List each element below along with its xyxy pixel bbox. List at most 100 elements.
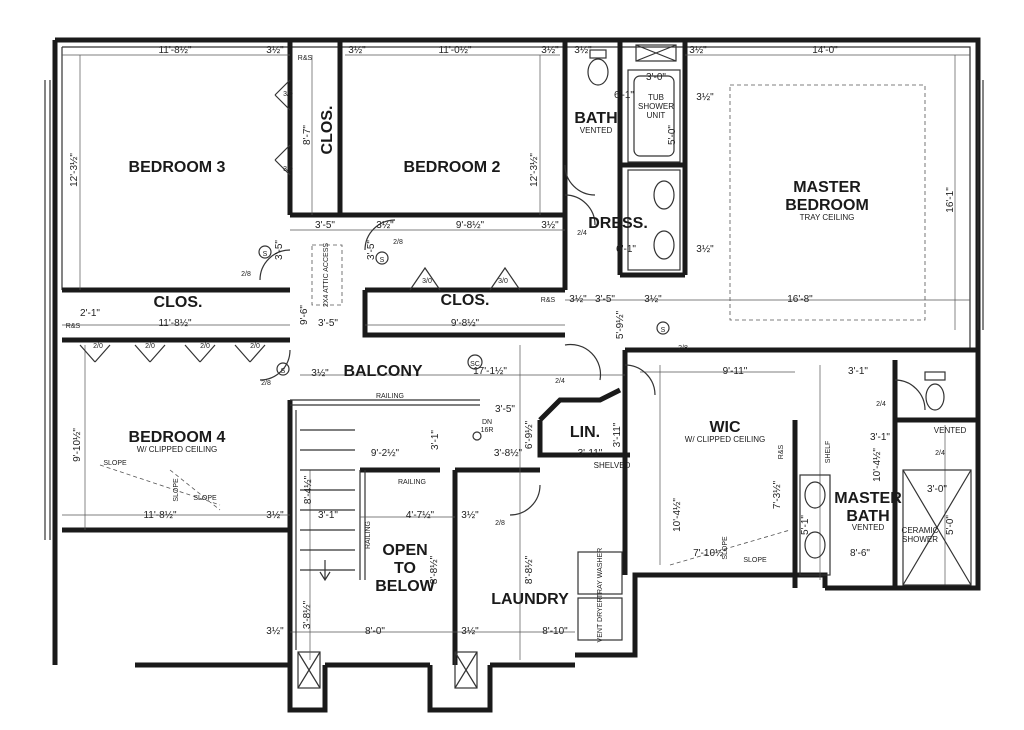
label-bedroom-4: BEDROOM 4 xyxy=(129,429,226,446)
dim: 3'-5" xyxy=(595,294,615,305)
dim: 16'-8" xyxy=(787,294,813,305)
dim: 3'-8½" xyxy=(302,600,313,629)
label-open-3: BELOW xyxy=(375,578,435,595)
dim: 11'-0½" xyxy=(438,45,472,56)
door-tag: 2/8 xyxy=(678,345,688,352)
dim: 3'-5" xyxy=(315,220,335,231)
label-open-2: TO xyxy=(394,560,416,577)
dim: 4'-7½" xyxy=(406,510,435,521)
dim: 2'-1" xyxy=(80,308,100,319)
dim: 9'-10½" xyxy=(72,428,83,462)
dim: 8'-4½" xyxy=(303,475,314,504)
door-tag: 2/8 xyxy=(241,271,251,278)
dim: 5'-0" xyxy=(945,515,956,535)
dim: 3½" xyxy=(541,45,559,56)
label-ceramic-2: SHOWER xyxy=(902,535,938,544)
dim: 17'-1½" xyxy=(473,366,507,377)
dim: 3½" xyxy=(696,244,714,255)
door-tag: 2/4 xyxy=(876,401,886,408)
door-tag: 2/8 xyxy=(261,380,271,387)
door-tag: 3/0 xyxy=(498,278,508,285)
label-open-1: OPEN xyxy=(382,542,427,559)
smoke-detector-icon: S xyxy=(661,327,666,334)
smoke-detector-icon: S xyxy=(263,251,268,258)
dim: 3'-5" xyxy=(495,404,515,415)
door-tags: 3/0 3/0 2/8 3/0 3/0 2/0 2/0 2/0 2/0 2/8 … xyxy=(93,91,886,527)
dim: 3'-5" xyxy=(366,240,377,260)
dim: 3½" xyxy=(689,45,707,56)
label-closet-left: CLOS. xyxy=(154,294,203,311)
smoke-co-detector-icon: SC xyxy=(470,361,480,368)
label-wic-sub: W/ CLIPPED CEILING xyxy=(685,435,765,444)
dim: R&S xyxy=(541,297,556,304)
label-attic: 2X4 ATTIC ACCESS xyxy=(323,243,330,307)
dim: 3½" xyxy=(569,294,587,305)
dim: 3½" xyxy=(461,626,479,637)
dim: 8'-10" xyxy=(542,626,568,637)
label-ceramic-1: CERAMIC xyxy=(902,526,939,535)
dim: R&S xyxy=(778,444,785,459)
dim: 3'-1" xyxy=(318,510,338,521)
dim: 3'-1" xyxy=(848,366,868,377)
door-tag: 2/0 xyxy=(93,343,103,350)
smoke-detector-icon: S xyxy=(281,368,286,375)
label-master-bedroom-1: MASTER xyxy=(793,179,861,196)
dim: 3½" xyxy=(311,368,329,379)
dim: 10'-4½" xyxy=(672,498,683,532)
dim: SHELF xyxy=(825,441,832,464)
dim: 3½" xyxy=(696,92,714,103)
label-bath-vented: VENTED xyxy=(580,126,613,135)
dim: 8'-7" xyxy=(302,125,313,145)
dim: R&S xyxy=(66,323,81,330)
dim: 3½" xyxy=(574,45,592,56)
dim: 3'-5" xyxy=(274,240,285,260)
dim: 11'-8½" xyxy=(143,510,177,521)
label-washer: TRAY WASHER xyxy=(597,548,604,598)
dim: 9'-8½" xyxy=(451,318,480,329)
label-master-tray: TRAY CEILING xyxy=(800,213,855,222)
label-railing-top: RAILING xyxy=(376,393,404,400)
dim: 9'-11" xyxy=(723,366,748,377)
dim: 3½" xyxy=(266,626,284,637)
label-bedroom-4-sub: W/ CLIPPED CEILING xyxy=(137,445,217,454)
label-railing-vert: RAILING xyxy=(365,521,372,549)
label-slope-5: SLOPE xyxy=(743,557,767,564)
dim: 3'-8½" xyxy=(494,448,523,459)
label-balcony: BALCONY xyxy=(343,363,422,380)
door-tag: 3/0 xyxy=(283,166,293,173)
label-closet-mid: CLOS. xyxy=(441,292,490,309)
dimension-labels: 11'-8½" 3½" 3½" 11'-0½" 3½" 3½" 3½" 14'-… xyxy=(66,45,956,637)
dim: 3½" xyxy=(266,510,284,521)
dim: 5'-9½" xyxy=(615,310,626,339)
dim: 7'-10½" xyxy=(693,548,727,559)
label-laundry: LAUNDRY xyxy=(491,591,569,608)
dim: 12'-3½" xyxy=(529,153,540,187)
dim: 3½" xyxy=(644,294,662,305)
dim: 3½" xyxy=(266,45,284,56)
dim: 6'-9½" xyxy=(524,420,535,449)
label-slope-4: SLOPE xyxy=(722,536,729,560)
dimension-lines xyxy=(62,54,970,660)
label-slope-1: SLOPE xyxy=(103,460,127,467)
walls xyxy=(44,37,984,713)
dim: 9'-6" xyxy=(299,305,310,325)
door-tag: 2/4 xyxy=(555,378,565,385)
dim: 3'-0" xyxy=(646,72,666,83)
label-dress: DRESS. xyxy=(588,215,648,232)
room-labels: BEDROOM 3 BEDROOM 2 CLOS. BATH VENTED TU… xyxy=(103,93,966,642)
door-tag: 2/8 xyxy=(495,520,505,527)
dim: 12'-3½" xyxy=(69,153,80,187)
dim: 3½" xyxy=(461,510,479,521)
label-wic: WIC xyxy=(709,419,741,436)
label-closet-vertical: CLOS. xyxy=(319,106,336,155)
dim: 3'-1" xyxy=(870,432,890,443)
label-bath: BATH xyxy=(574,110,617,127)
dim: 9'-2½" xyxy=(371,448,400,459)
dim: 8'-0" xyxy=(365,626,385,637)
label-slope-3: SLOPE xyxy=(193,495,217,502)
label-master-bedroom-2: BEDROOM xyxy=(785,197,869,214)
dim: 6'-1" xyxy=(614,90,634,101)
dim: 3½" xyxy=(376,220,394,231)
